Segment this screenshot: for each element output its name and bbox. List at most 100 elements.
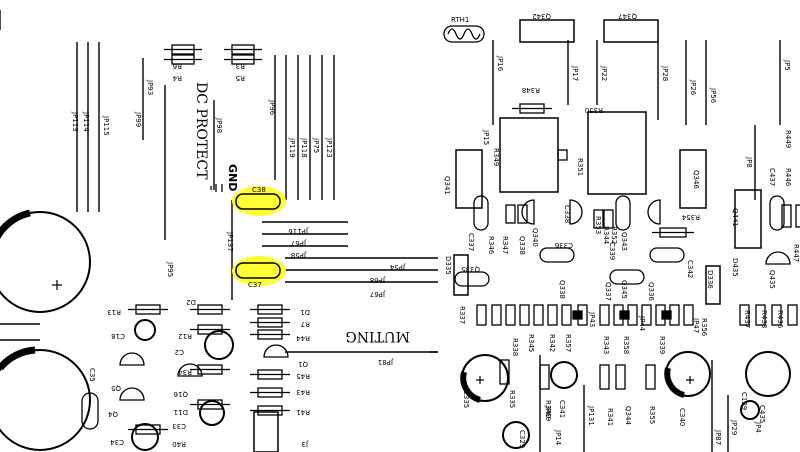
r43-label: R43	[296, 388, 310, 396]
jp114-label: JP114	[82, 111, 90, 132]
resistor-body	[599, 364, 610, 390]
c335-label: C335	[462, 390, 470, 408]
heatsink-block	[499, 117, 559, 193]
thermistor-zigzag	[447, 28, 481, 40]
resistor-body	[505, 204, 516, 224]
c342-label: C342	[686, 260, 694, 278]
oval-pad	[454, 271, 490, 287]
jp81-label: JP81	[378, 358, 394, 366]
r353-label: R353	[594, 216, 602, 234]
transistor-outline	[119, 352, 145, 366]
r350-label: R350	[585, 106, 603, 114]
oval-pad	[539, 247, 575, 263]
r34-label: R34	[178, 368, 192, 376]
q340-label: Q340	[531, 228, 539, 247]
dc-protect-title: DC PROTECT	[193, 82, 209, 180]
jp131-label: JP131	[587, 405, 595, 426]
r352-label: R352	[610, 226, 618, 244]
r436-label: R436	[776, 310, 784, 329]
resistor-body	[781, 204, 792, 228]
r438-label: R438	[760, 310, 768, 328]
filled-pad	[661, 310, 672, 320]
jp116-label: JP116	[288, 227, 309, 235]
jp47-label: JP47	[692, 317, 700, 333]
d1-label: D1	[300, 308, 310, 316]
capacitor	[199, 400, 225, 426]
rth1-label: RTH1	[451, 16, 469, 24]
q347-package	[603, 19, 659, 43]
r437-label: R437	[743, 310, 751, 328]
jp5-label: JP5	[783, 59, 791, 71]
q441-label: Q441	[731, 208, 739, 227]
jp56-label: JP56	[709, 87, 717, 104]
resistor-body	[683, 304, 694, 326]
q1-label: Q1	[298, 360, 308, 368]
r340-label: R340	[544, 400, 552, 418]
q342-package	[519, 19, 575, 43]
gnd-symbol	[210, 184, 223, 192]
connector-j3	[253, 411, 279, 452]
r447-label: R447	[792, 244, 800, 262]
resistor-body	[603, 209, 614, 229]
transistor-outline	[521, 199, 535, 225]
resistor-body	[547, 304, 558, 326]
transistor-outline	[263, 344, 289, 358]
q16-label: Q16	[173, 390, 188, 398]
jp96-label: JP96	[268, 99, 276, 116]
r355-label: R355	[648, 406, 656, 424]
jp87-label: JP87	[714, 429, 722, 445]
resistor-body	[533, 304, 544, 326]
oval-pad	[769, 195, 785, 231]
resistor-body	[499, 359, 510, 385]
r40-label: R40	[172, 440, 186, 448]
large-capacitor	[0, 211, 91, 313]
jp137-label: JP137	[226, 231, 234, 252]
r354-label: R354	[681, 213, 700, 221]
r356-label: R356	[700, 318, 708, 337]
r351-label: R351	[576, 158, 584, 176]
power-transistor	[455, 149, 483, 209]
transistor-outline	[765, 251, 791, 265]
d336-label: D336	[706, 270, 714, 289]
r338-label: R338	[511, 338, 519, 356]
resistor-body	[599, 304, 610, 326]
q336-label: Q336	[647, 282, 655, 301]
oval-pad	[649, 247, 685, 263]
capacitor	[740, 400, 760, 420]
capacitor-band	[0, 346, 36, 371]
c38-pad	[235, 193, 281, 210]
r13-label: R13	[107, 308, 121, 316]
r337-label: R337	[458, 306, 466, 324]
jp75-label: JP75	[312, 137, 320, 153]
resistor-body	[615, 364, 626, 390]
r358-label: R358	[622, 336, 630, 354]
r347-label: R347	[501, 236, 509, 254]
q335-label: Q335	[461, 265, 480, 273]
diode-body	[705, 265, 721, 305]
transistor-outline	[569, 199, 583, 225]
highlight-group	[232, 186, 286, 286]
d2-label: D2	[186, 298, 196, 306]
jp98-label: JP98	[215, 117, 223, 133]
d11-label: D11	[174, 408, 188, 416]
capacitor-band	[0, 209, 31, 240]
r348-label: R348	[522, 86, 540, 94]
resistor-body	[795, 204, 800, 228]
jp29-label: JP29	[730, 419, 738, 435]
q341-label: Q341	[443, 176, 451, 195]
resistor-body	[755, 304, 766, 326]
r12-label: R12	[178, 332, 192, 340]
q344-label: Q344	[624, 406, 632, 425]
c435-label: C435	[758, 405, 766, 423]
jp15-label: JP15	[482, 129, 490, 145]
r344-label: R344	[602, 226, 610, 245]
oval-pad	[81, 392, 99, 430]
large-capacitor	[0, 349, 91, 451]
jp22-label: JP22	[600, 65, 608, 81]
heatsink-block	[587, 111, 647, 195]
r345-label: R345	[527, 334, 535, 352]
jp118-label: JP118	[300, 137, 308, 158]
r41-label: R41	[296, 408, 310, 416]
resistor-body	[505, 304, 516, 326]
